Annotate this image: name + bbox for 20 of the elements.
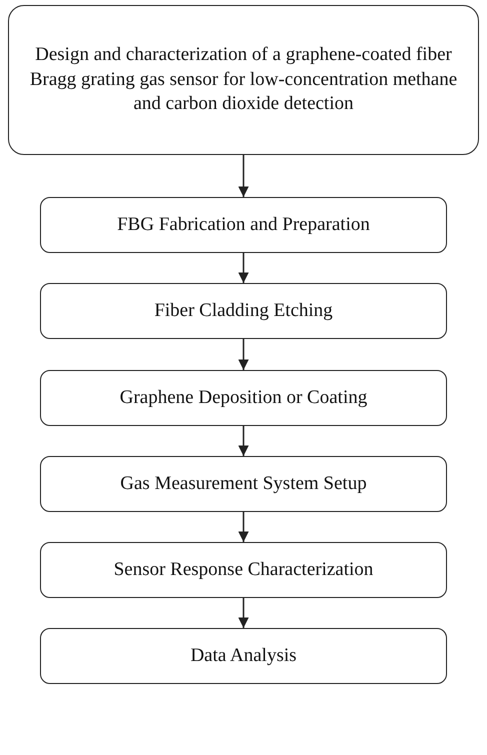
arrow	[238, 339, 249, 370]
process-box	[40, 197, 447, 253]
box-text: Design and characterization of a graphene-coated fiber Bragg grating gas sensor for low-concentration methane and carbon dioxide detection	[28, 42, 458, 116]
process-box	[40, 542, 447, 598]
arrow	[238, 598, 249, 628]
box-text: Data Analysis	[189, 644, 298, 668]
box-text: FBG Fabrication and Preparation	[116, 212, 371, 237]
process-box	[40, 370, 447, 426]
box-text: Fiber Cladding Etching	[153, 298, 334, 323]
arrow	[238, 426, 249, 456]
title-box	[8, 5, 479, 155]
box-text: Graphene Deposition or Coating	[118, 386, 368, 410]
process-box	[40, 456, 447, 512]
box-text: Sensor Response Characterization	[112, 558, 374, 582]
box-text: Gas Measurement System Setup	[119, 472, 368, 496]
process-box	[40, 283, 447, 339]
arrow	[238, 253, 249, 283]
process-box	[40, 628, 447, 684]
arrow	[238, 155, 249, 197]
arrow	[238, 512, 249, 542]
